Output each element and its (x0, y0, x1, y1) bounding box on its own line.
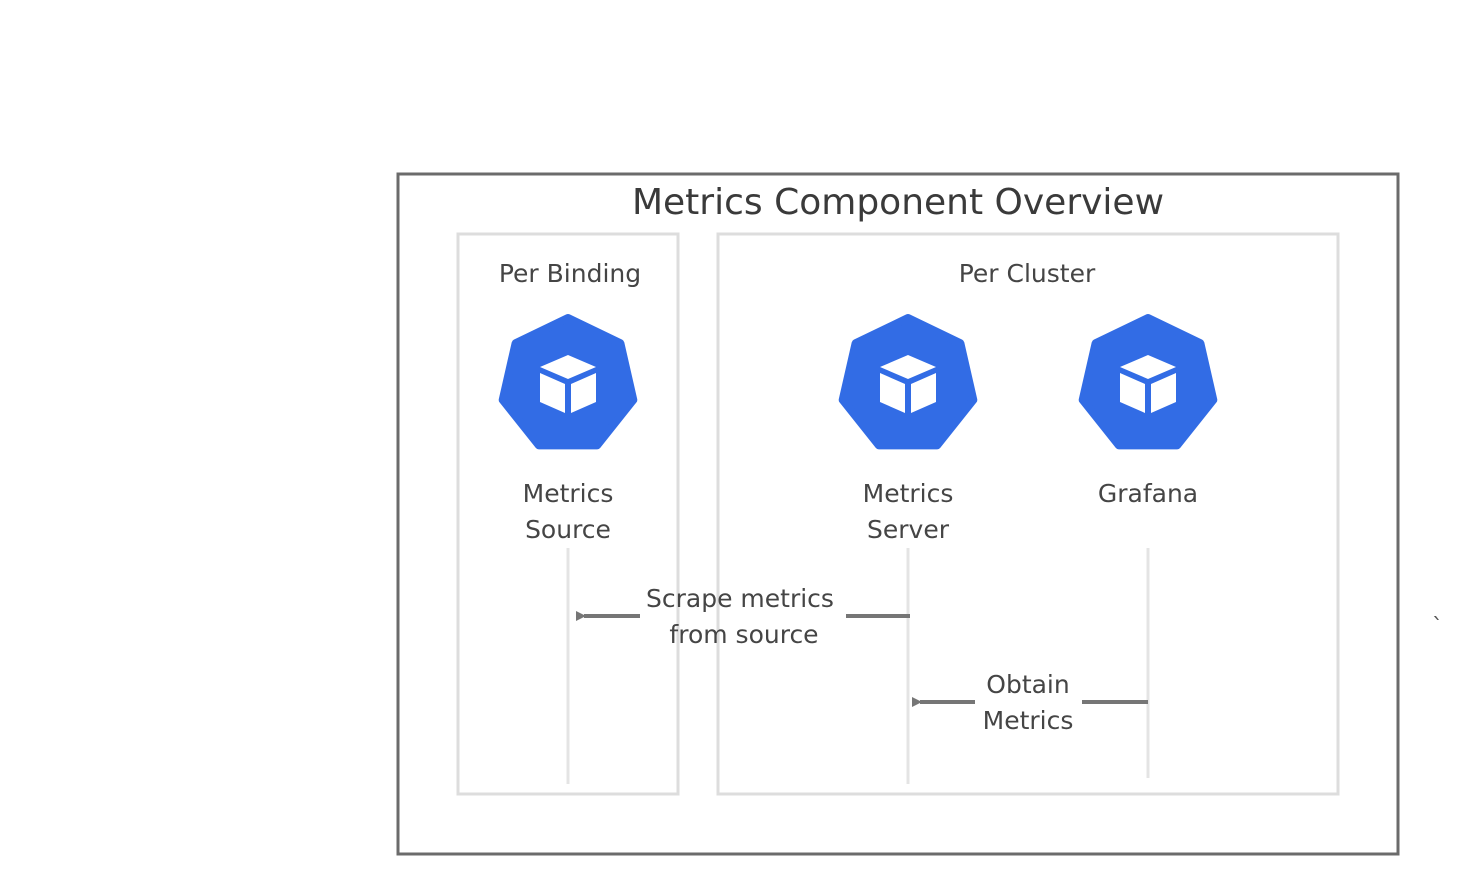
grafana-node: Grafana (1083, 318, 1214, 508)
metrics-source-node: Metrics Source (503, 318, 634, 544)
metrics-server-node: Metrics Server (843, 318, 974, 544)
edge-scrape-metrics: Scrape metrics from source (576, 584, 910, 649)
stray-mark: ` (1432, 615, 1443, 640)
edge-scrape-label-line2: from source (669, 620, 818, 649)
kubernetes-pod-icon (503, 318, 634, 445)
edge-scrape-label-line1: Scrape metrics (646, 584, 834, 613)
kubernetes-pod-icon (1083, 318, 1214, 445)
metrics-source-label-line2: Source (525, 515, 611, 544)
group-per-cluster (716, 232, 1340, 796)
group-per-cluster-label: Per Cluster (959, 259, 1096, 288)
grafana-label: Grafana (1098, 479, 1198, 508)
edge-obtain-metrics: Obtain Metrics (912, 670, 1148, 735)
metrics-source-label-line1: Metrics (523, 479, 614, 508)
edge-obtain-label-line2: Metrics (983, 706, 1074, 735)
metrics-server-label-line1: Metrics (863, 479, 954, 508)
metrics-server-label-line2: Server (867, 515, 950, 544)
diagram-title: Metrics Component Overview (632, 182, 1164, 223)
edge-obtain-label-line1: Obtain (986, 670, 1069, 699)
kubernetes-pod-icon (843, 318, 974, 445)
outer-frame (396, 172, 1400, 856)
group-per-binding (456, 232, 680, 796)
group-per-binding-label: Per Binding (499, 259, 641, 288)
